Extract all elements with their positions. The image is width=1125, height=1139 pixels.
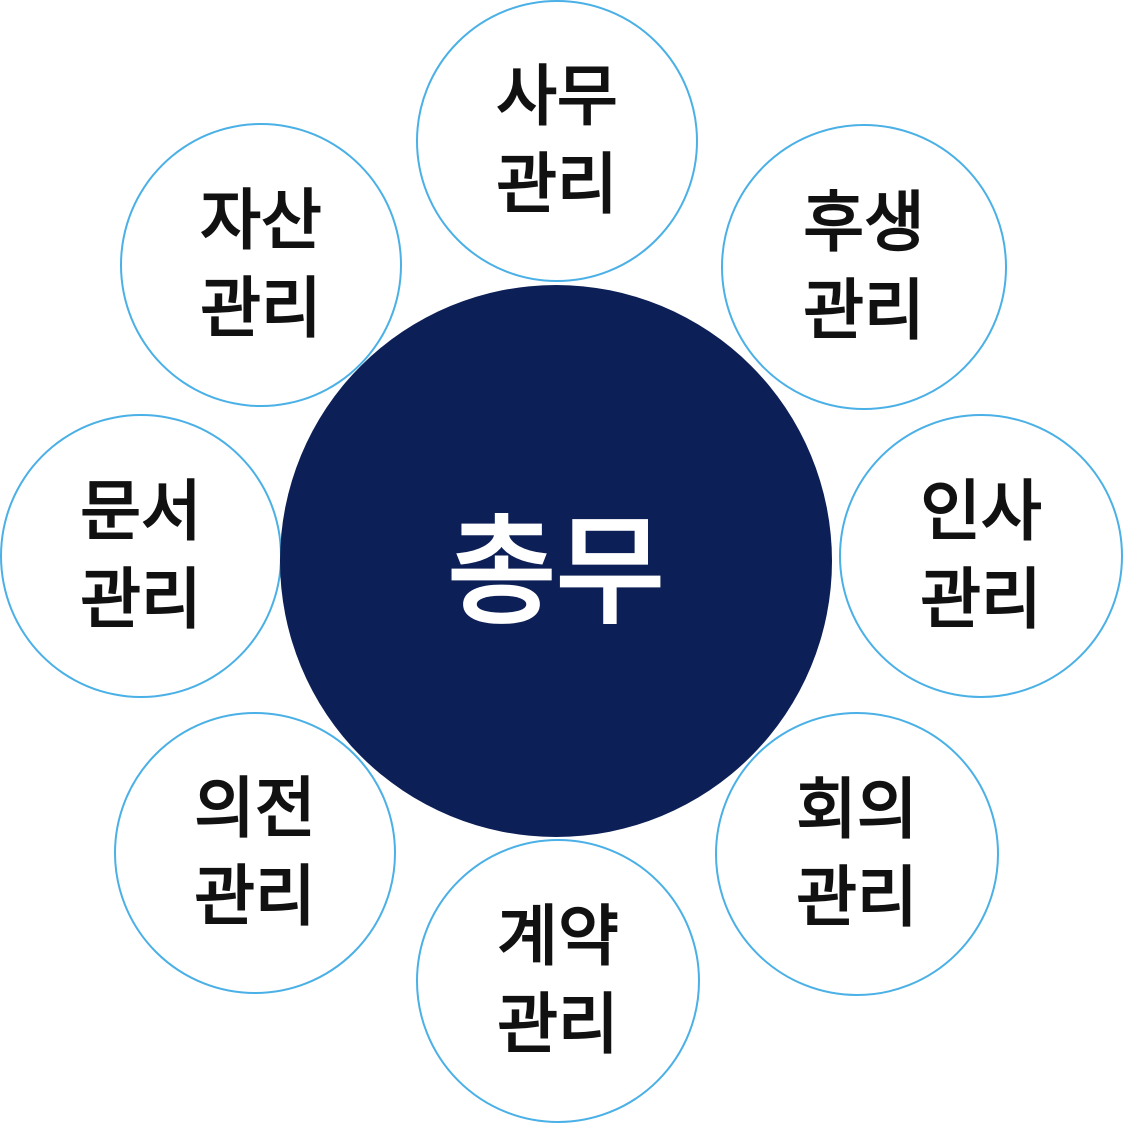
node-label-line1: 계약	[497, 898, 619, 975]
node-label-line2: 관리	[194, 858, 316, 935]
node-meeting-management: 회의 관리	[715, 712, 999, 996]
node-label-line1: 후생	[803, 184, 925, 261]
center-node-label: 총무	[447, 502, 665, 641]
node-label-line1: 사무	[496, 58, 618, 135]
node-label-line1: 인사	[920, 473, 1042, 550]
node-contract-management: 계약 관리	[416, 839, 700, 1123]
node-label-line2: 관리	[200, 270, 322, 347]
node-label-line2: 관리	[497, 986, 619, 1063]
node-label-line2: 관리	[803, 272, 925, 349]
node-label-line1: 문서	[80, 473, 202, 550]
node-office-management: 사무 관리	[416, 0, 698, 282]
node-label-line1: 자산	[200, 182, 322, 259]
node-welfare-management: 후생 관리	[721, 124, 1007, 410]
center-node-general-affairs: 총무	[280, 285, 832, 837]
node-label-line1: 의전	[194, 770, 316, 847]
node-document-management: 문서 관리	[0, 414, 282, 698]
node-label-line2: 관리	[796, 859, 918, 936]
node-personnel-management: 인사 관리	[839, 414, 1123, 698]
node-label-line1: 회의	[796, 771, 918, 848]
node-label-line2: 관리	[496, 146, 618, 223]
node-label-line2: 관리	[920, 561, 1042, 638]
node-asset-management: 자산 관리	[120, 123, 402, 407]
node-label-line2: 관리	[80, 561, 202, 638]
node-protocol-management: 의전 관리	[114, 712, 396, 994]
